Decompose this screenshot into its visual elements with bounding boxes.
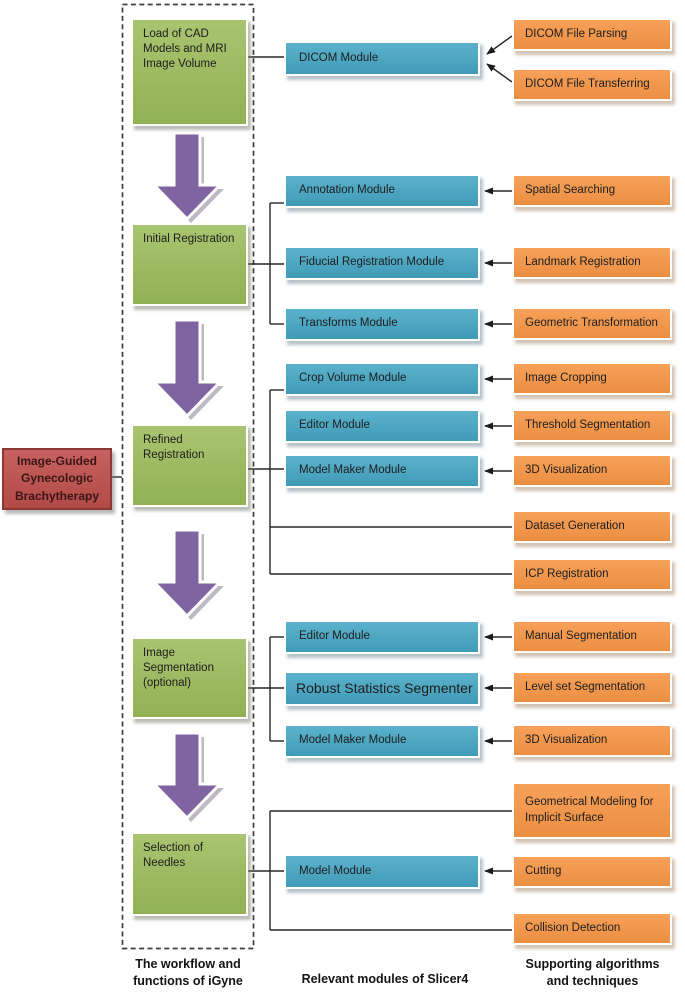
module-box: Fiducial Registration Module	[284, 246, 480, 280]
workflow-step-box: Initial Registration	[131, 223, 248, 306]
workflow-step-box: Refined Registration	[131, 424, 248, 507]
workflow-step-label: Load of CAD Models and MRI Image Volume	[143, 28, 227, 71]
module-box: Annotation Module	[284, 174, 480, 208]
module-box: DICOM Module	[284, 41, 480, 76]
module-label: Transforms Module	[299, 317, 398, 330]
module-box: Transforms Module	[284, 307, 480, 341]
technique-box: Geometric Transformation	[512, 307, 672, 340]
technique-label: 3D Visualization	[525, 733, 608, 746]
technique-box: 3D Visualization	[512, 724, 672, 757]
technique-box: Level set Segmentation	[512, 671, 672, 704]
flow-arrow	[150, 318, 224, 420]
technique-label: Cutting	[525, 864, 562, 877]
caption-techniques: Supporting algorithms and techniques	[525, 957, 660, 988]
workflow-step-box: Load of CAD Models and MRI Image Volume	[131, 18, 248, 126]
workflow-step-box: Image Segmentation (optional)	[131, 637, 248, 719]
module-label: Model Maker Module	[299, 734, 407, 747]
technique-box: Dataset Generation	[512, 510, 672, 543]
workflow-step-label: Selection of Needles	[143, 842, 204, 870]
module-label: Crop Volume Module	[299, 372, 407, 385]
module-label: Model Maker Module	[299, 464, 407, 477]
module-label: Model Module	[299, 864, 372, 877]
module-box: Crop Volume Module	[284, 362, 480, 396]
technique-label: ICP Registration	[525, 567, 609, 580]
flow-arrows	[150, 131, 224, 822]
technique-box: Spatial Searching	[512, 174, 672, 207]
technique-label: Collision Detection	[525, 921, 621, 934]
module-box: Editor Module	[284, 409, 480, 443]
arrow-connectors	[484, 35, 513, 875]
module-box: Robust Statistics Segmenter	[284, 671, 480, 706]
connector-lines	[112, 56, 512, 931]
flow-arrow	[150, 731, 224, 822]
module-label: Fiducial Registration Module	[299, 256, 445, 269]
technique-box: Manual Segmentation	[512, 620, 672, 653]
technique-box: Image Cropping	[512, 362, 672, 395]
module-label: Robust Statistics Segmenter	[296, 680, 473, 697]
technique-label: Level set Segmentation	[525, 680, 646, 693]
caption-modules: Relevant modules of Slicer4	[301, 972, 469, 986]
module-label: Editor Module	[299, 630, 370, 643]
flow-arrow	[150, 131, 224, 223]
technique-label: Geometric Transformation	[525, 316, 658, 329]
technique-box: Cutting	[512, 855, 672, 888]
module-label: Editor Module	[299, 419, 370, 432]
module-box: Model Maker Module	[284, 454, 480, 488]
technique-box: Threshold Segmentation	[512, 409, 672, 442]
technique-box: DICOM File Parsing	[512, 18, 672, 51]
technique-box: 3D Visualization	[512, 454, 672, 487]
flow-arrow	[150, 528, 224, 620]
root-box: Image-Guided Gynecologic Brachytherapy	[2, 448, 112, 510]
workflow-step-label: Image Segmentation (optional)	[143, 647, 214, 690]
technique-label: Manual Segmentation	[525, 629, 637, 642]
workflow-step-label: Initial Registration	[143, 233, 235, 245]
module-label: Annotation Module	[299, 184, 395, 197]
technique-box: ICP Registration	[512, 558, 672, 591]
technique-label: Landmark Registration	[525, 255, 641, 268]
module-box: Model Maker Module	[284, 724, 480, 758]
technique-label: Image Cropping	[525, 371, 607, 384]
technique-label: Threshold Segmentation	[525, 418, 651, 431]
module-box: Editor Module	[284, 620, 480, 654]
technique-label: DICOM File Parsing	[525, 27, 628, 40]
workflow-step-box: Selection of Needles	[131, 832, 248, 916]
root-label: Image-Guided Gynecologic Brachytherapy	[14, 453, 100, 503]
technique-box: Collision Detection	[512, 912, 672, 945]
technique-box: Landmark Registration	[512, 246, 672, 279]
module-box: Model Module	[284, 854, 480, 889]
technique-label: DICOM File Transferring	[525, 77, 650, 90]
technique-box: Geometrical Modeling for Implicit Surfac…	[512, 782, 672, 839]
technique-label: Geometrical Modeling for Implicit Surfac…	[525, 796, 654, 824]
technique-label: Spatial Searching	[525, 183, 616, 196]
technique-label: 3D Visualization	[525, 463, 608, 476]
technique-label: Dataset Generation	[525, 519, 625, 532]
module-label: DICOM Module	[299, 51, 379, 64]
caption-workflow: The workflow and functions of iGyne	[133, 957, 243, 988]
workflow-step-label: Refined Registration	[143, 434, 205, 462]
technique-box: DICOM File Transferring	[512, 68, 672, 101]
